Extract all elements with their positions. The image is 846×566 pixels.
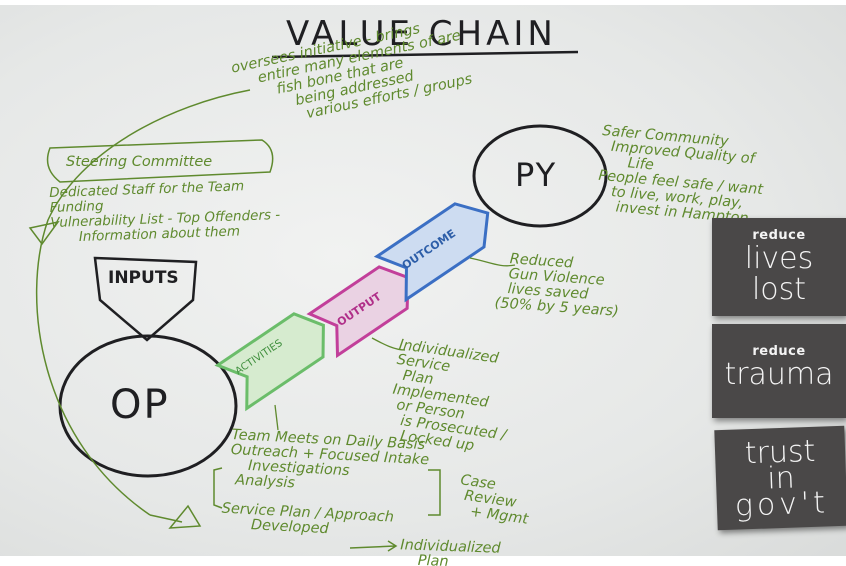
steering-items: Dedicated Staff for the Team Funding Vul… (48, 178, 281, 246)
sticky-trust-in-govt: trust in gov't (714, 425, 846, 531)
investigations-bracket (213, 467, 223, 509)
delta-mark-top (28, 220, 60, 246)
sticky-prefix: reduce (752, 228, 806, 243)
activities-arrow (214, 312, 325, 412)
title-underline (271, 50, 579, 59)
delta-mark-bottom (168, 504, 202, 529)
py-label: PY (515, 156, 558, 194)
op-label: OP (110, 382, 170, 428)
sticky-reduce-trauma: reduce trauma (712, 324, 846, 418)
py-circle (472, 124, 608, 228)
reduced-gun-violence-note: Reduced Gun Violence lives saved (50% by… (494, 251, 620, 320)
outcome-arrow (373, 202, 490, 303)
steering-committee-box (46, 139, 274, 183)
sticky-prefix: reduce (752, 344, 806, 359)
sticky-reduce-lives-lost: reduce lives lost (712, 218, 846, 316)
inputs-arrow-shape (93, 256, 198, 342)
diagram-title: VALUE CHAIN (286, 14, 557, 54)
py-outcome-note: Safer Community Improved Quality of Life… (597, 123, 764, 228)
individualized-plan-note: Individualized Plan (400, 537, 501, 566)
inputs-label: INPUTS (108, 268, 179, 288)
output-arrow (306, 265, 410, 359)
activities-note: Team Meets on Daily Basis Outreach + Foc… (221, 427, 430, 538)
steering-committee-label: Steering Committee (66, 154, 213, 170)
feedback-loop-curve (35, 89, 251, 516)
